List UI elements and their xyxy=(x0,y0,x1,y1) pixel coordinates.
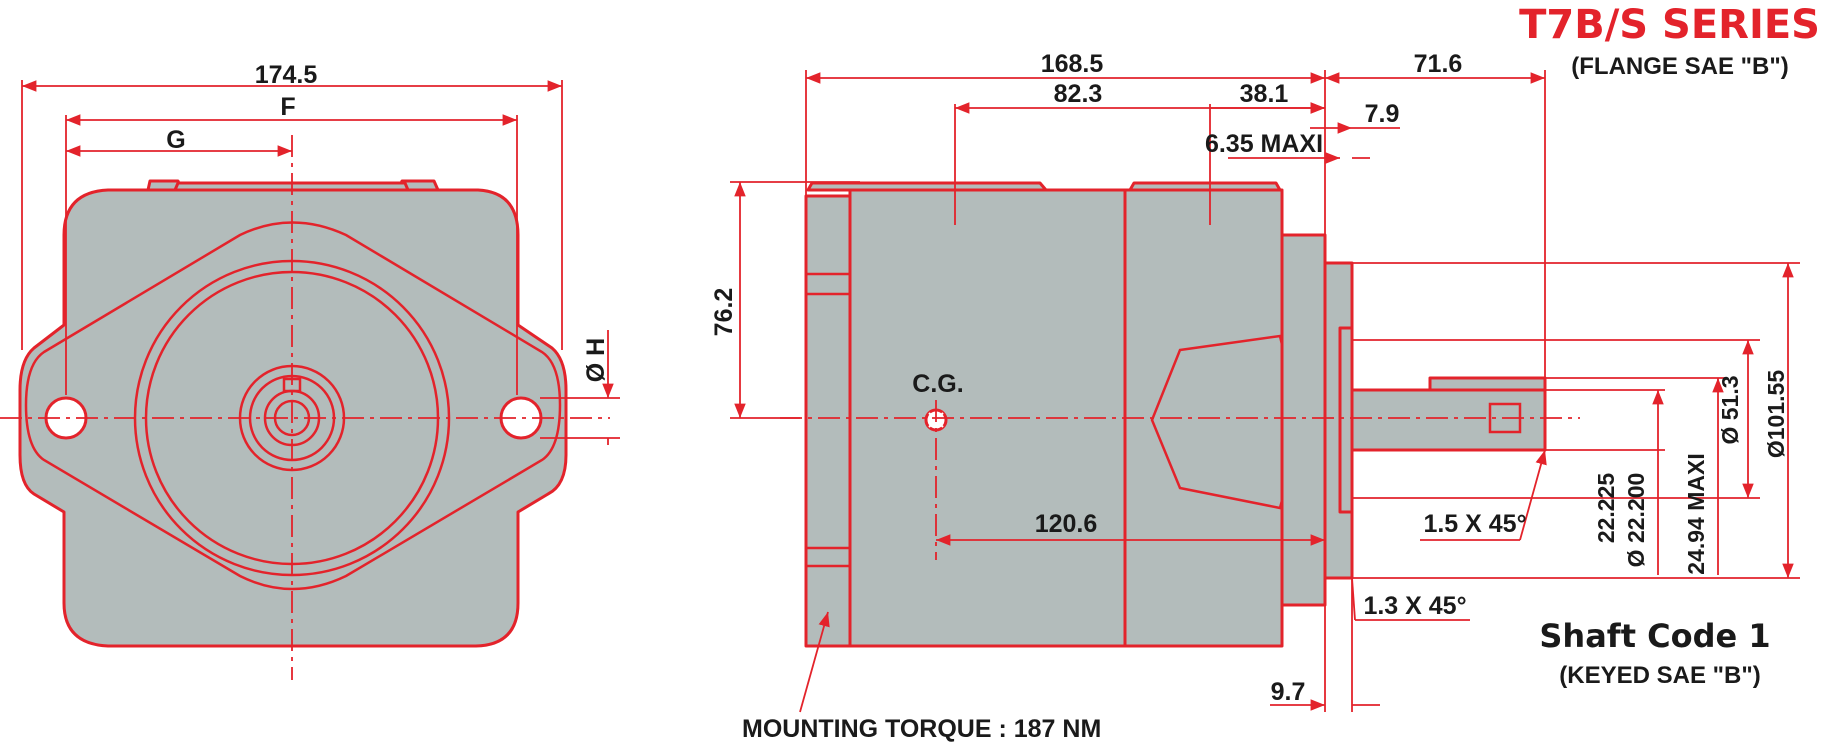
dim-hole: Ø H xyxy=(582,338,610,382)
shaft xyxy=(1350,388,1547,452)
dim-76-2: 76.2 xyxy=(710,288,738,337)
dim-g: G xyxy=(166,126,185,154)
series-title: T7B/S SERIES xyxy=(1519,2,1820,48)
dim-f: F xyxy=(280,93,295,121)
dim-82-3: 82.3 xyxy=(1054,80,1103,108)
dim-7-9: 7.9 xyxy=(1365,100,1400,128)
dim-body-length: 168.5 xyxy=(1041,50,1104,78)
dim-key-height: 24.94 MAXI xyxy=(1683,453,1709,574)
side-view xyxy=(730,70,1800,713)
shaft-code-title: Shaft Code 1 xyxy=(1539,617,1770,655)
dim-9-7: 9.7 xyxy=(1271,678,1306,706)
flange-note: (FLANGE SAE "B") xyxy=(1571,53,1788,80)
dim-6-35: 6.35 MAXI xyxy=(1205,130,1323,158)
cg-label: C.G. xyxy=(912,370,963,398)
dim-38-1: 38.1 xyxy=(1240,80,1289,108)
dim-cg: 120.6 xyxy=(1035,510,1098,538)
chamfer-1-5: 1.5 X 45° xyxy=(1423,510,1526,538)
mounting-torque-note: MOUNTING TORQUE : 187 NM xyxy=(742,715,1101,743)
chamfer-1-3: 1.3 X 45° xyxy=(1363,592,1466,620)
front-housing xyxy=(18,188,568,648)
dim-pilot-outer: Ø101.55 xyxy=(1763,370,1789,458)
dim-shaft-dia-b: Ø 22.200 xyxy=(1623,473,1649,568)
dim-overall-width: 174.5 xyxy=(255,61,318,89)
dim-shaft-length: 71.6 xyxy=(1414,50,1463,78)
front-view xyxy=(0,80,620,680)
dim-shaft-dia-a: 22.225 xyxy=(1593,473,1619,544)
shaft-code-note: (KEYED SAE "B") xyxy=(1559,662,1760,689)
dim-pilot: Ø 51.3 xyxy=(1717,375,1743,444)
